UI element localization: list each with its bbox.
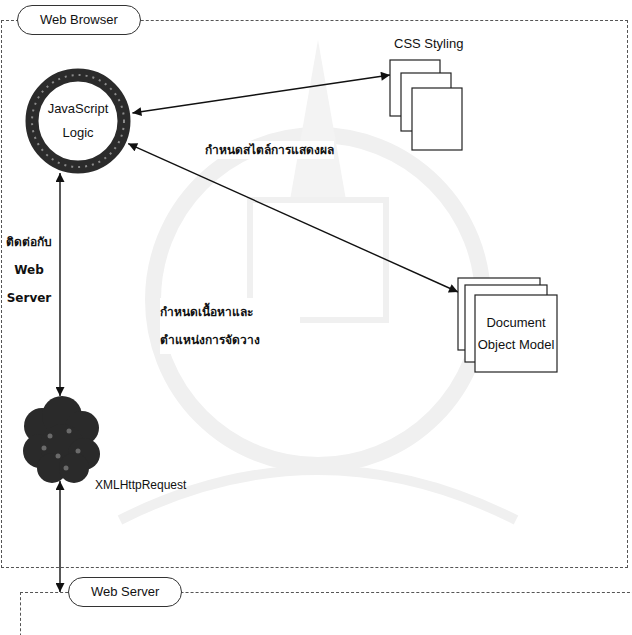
node-label: Document Object Model xyxy=(475,295,557,372)
stylesheet-stack-outline xyxy=(382,36,474,154)
edge-label: กำหนดเนื้อหาและ ตำแหน่งการจัดวาง xyxy=(160,298,300,354)
logic-ring-outline xyxy=(25,68,131,174)
region-frame: Web BrowserJavaScript LogicCSS StylingDo… xyxy=(1,20,628,568)
request-cloud: XMLHttpRequest xyxy=(22,396,100,484)
cloud-texture xyxy=(67,429,72,434)
sheet xyxy=(412,88,462,150)
region-label: Web Server xyxy=(68,577,182,607)
document-stack: Document Object Model xyxy=(455,275,560,375)
edge-label: ติดต่อกับ Web Server xyxy=(3,228,55,312)
ring-band xyxy=(32,75,124,167)
double-arrow xyxy=(59,173,60,396)
node-label: CSS Styling xyxy=(382,36,474,52)
double-arrow xyxy=(128,144,458,292)
cloud-texture xyxy=(64,466,69,471)
region-frame: Web Server xyxy=(20,592,632,635)
double-arrow xyxy=(59,481,60,592)
node-label: JavaScript Logic xyxy=(42,97,114,145)
cloud-puff xyxy=(59,453,89,483)
request-cloud-outline xyxy=(22,396,100,484)
edge-label: กำหนดสไตล์การแสดงผล xyxy=(205,141,334,159)
sheet xyxy=(475,295,557,372)
region-label: Web Browser xyxy=(17,5,141,35)
cloud-texture xyxy=(76,449,81,454)
cloud-texture xyxy=(48,434,53,439)
stylesheet-stack: CSS Styling xyxy=(382,36,474,154)
watermark-spire xyxy=(290,40,346,200)
double-arrow xyxy=(132,75,390,113)
cloud-texture xyxy=(56,454,61,459)
ring-texture xyxy=(32,75,124,167)
logic-ring: JavaScript Logic xyxy=(25,68,131,174)
cloud-texture xyxy=(42,446,47,451)
watermark-ribbon xyxy=(120,470,516,520)
node-label: XMLHttpRequest xyxy=(95,478,173,492)
